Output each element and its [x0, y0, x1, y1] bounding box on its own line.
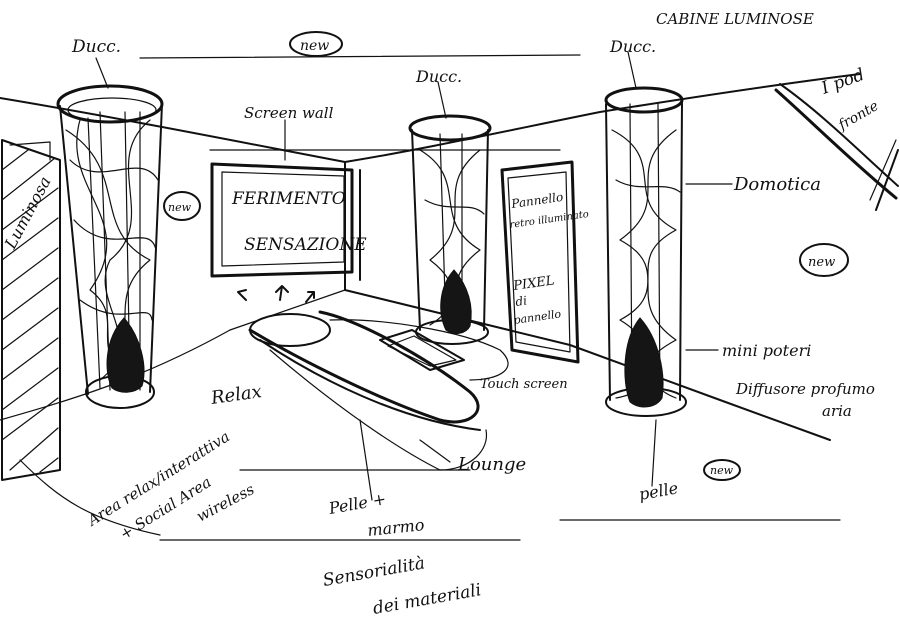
- diffusore-label: Diffusore profumo: [735, 380, 875, 398]
- panel-note-4: di: [514, 293, 528, 308]
- circled-new-mid: new: [163, 191, 201, 221]
- backlit-panel: [500, 160, 580, 364]
- panel-note-3: PIXEL: [511, 273, 555, 294]
- flame-icon: [624, 317, 664, 408]
- fronte-label: fronte: [835, 98, 881, 134]
- arrow-up-icon: [237, 285, 315, 303]
- sensazione-label: SENSAZIONE: [244, 235, 367, 255]
- screen-wall-label: Screen wall: [244, 104, 334, 122]
- left-wall-panel: [1, 139, 61, 481]
- mini-poteri-label: mini poteri: [722, 341, 811, 360]
- circled-new-bottom: new: [703, 459, 741, 481]
- ipod-label: I pod: [818, 65, 867, 99]
- domotica-label: Domotica: [733, 174, 821, 195]
- ferimento-label: FERIMENTO: [231, 189, 346, 209]
- circled-new-top: new: [289, 31, 343, 57]
- lounge-label: Lounge: [457, 454, 526, 475]
- cabina-luminosa-label: CABINE LUMINOSE: [656, 10, 814, 28]
- doccia-middle-label: Ducc.: [415, 67, 462, 86]
- new-bottom-label: new: [710, 464, 734, 477]
- relax-label: Relax: [209, 381, 263, 409]
- circled-new-right: new: [799, 243, 849, 277]
- ipod-scribble: [774, 83, 899, 211]
- pelle-right-label: pelle: [637, 478, 679, 504]
- shower-column-right: [604, 51, 687, 417]
- doccia-right-label: Ducc.: [609, 37, 656, 56]
- new-mid-label: new: [168, 201, 192, 214]
- pelle-label: Pelle +: [326, 489, 387, 518]
- marmo-label: marmo: [366, 515, 425, 540]
- doccia-left-label: Ducc.: [71, 37, 121, 57]
- screen-wall: [210, 119, 361, 281]
- new-right-label: new: [808, 255, 835, 270]
- shower-column-middle: [408, 81, 492, 345]
- panel-note-1: Pannello: [509, 190, 564, 211]
- flame-icon: [106, 317, 145, 393]
- aria-label: aria: [822, 402, 852, 420]
- flame-icon: [440, 269, 472, 334]
- panel-note-5: pannello: [513, 307, 563, 327]
- materiali-label: dei materiali: [371, 580, 482, 619]
- lounge-furniture: [248, 310, 509, 501]
- sensorialita-label: Sensorialità: [321, 553, 426, 591]
- new-top-label: new: [300, 38, 329, 54]
- touch-screen-label: Touch screen: [480, 377, 568, 392]
- shower-column-left: [56, 57, 164, 409]
- panel-note-2: retro illuminato: [509, 209, 590, 231]
